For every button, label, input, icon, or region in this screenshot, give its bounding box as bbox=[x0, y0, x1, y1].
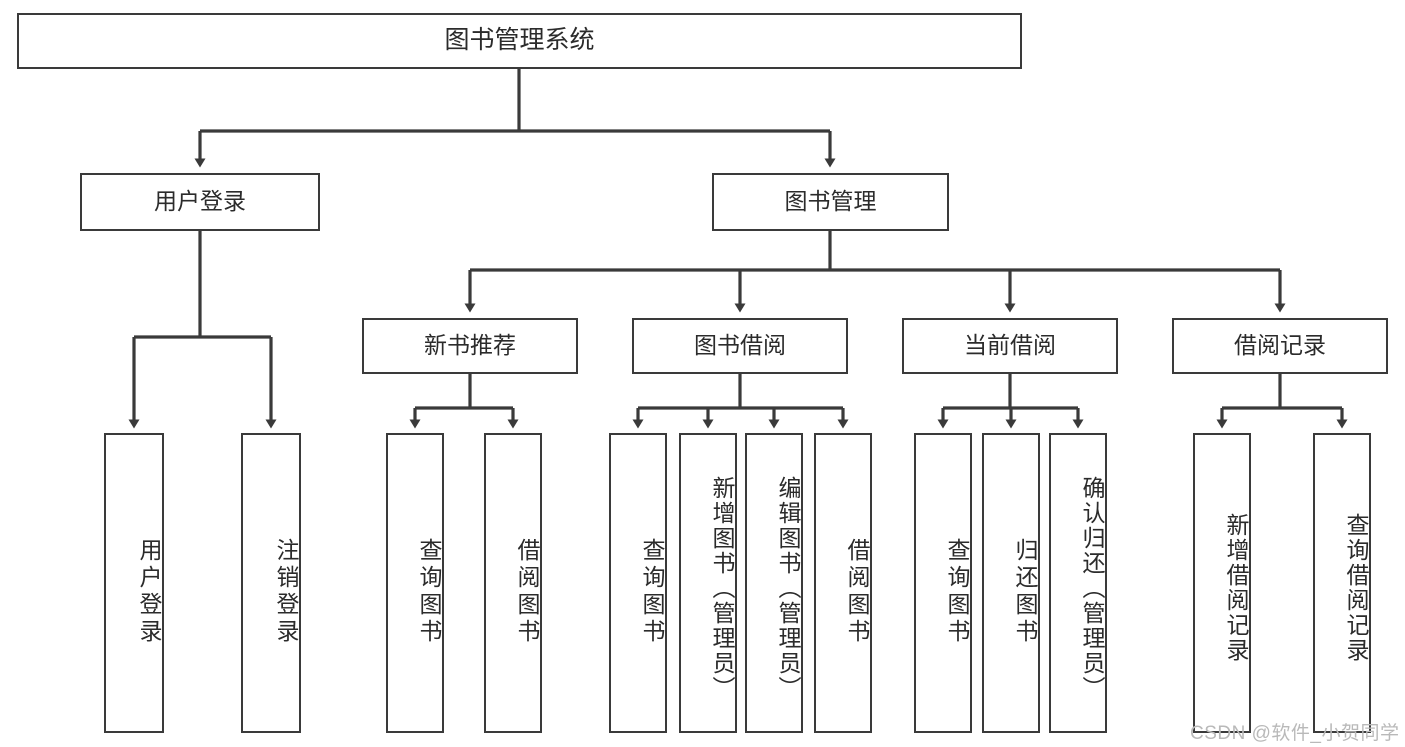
node-label: 查询借阅记录 bbox=[1343, 513, 1369, 663]
node-leaf-query-borrow-record[interactable]: 查询借阅记录 bbox=[1313, 433, 1371, 733]
node-leaf-query-book-2[interactable]: 查询图书 bbox=[609, 433, 667, 733]
node-borrow-record[interactable]: 借阅记录 bbox=[1172, 318, 1388, 374]
node-label: 借阅图书 bbox=[844, 538, 870, 646]
node-leaf-query-book-1[interactable]: 查询图书 bbox=[386, 433, 444, 733]
node-label: 查询图书 bbox=[639, 538, 665, 646]
node-leaf-confirm-return[interactable]: 确认归还（管理员） bbox=[1049, 433, 1107, 733]
node-label: 编辑图书（管理员） bbox=[775, 475, 801, 701]
node-label: 借阅图书 bbox=[514, 538, 540, 646]
node-label: 新增图书（管理员） bbox=[709, 475, 735, 701]
node-leaf-add-borrow-record[interactable]: 新增借阅记录 bbox=[1193, 433, 1251, 733]
node-label: 图书管理系统 bbox=[444, 26, 595, 55]
node-leaf-user-login[interactable]: 用户登录 bbox=[104, 433, 164, 733]
node-label: 图书管理 bbox=[784, 188, 877, 215]
node-leaf-add-book-admin[interactable]: 新增图书（管理员） bbox=[679, 433, 737, 733]
node-label: 用户登录 bbox=[136, 538, 162, 646]
node-label: 借阅记录 bbox=[1234, 332, 1326, 359]
node-label: 新增借阅记录 bbox=[1223, 513, 1249, 663]
node-label: 查询图书 bbox=[416, 538, 442, 646]
node-label: 新书推荐 bbox=[424, 332, 516, 359]
node-leaf-logout[interactable]: 注销登录 bbox=[241, 433, 301, 733]
node-leaf-borrow-book-2[interactable]: 借阅图书 bbox=[814, 433, 872, 733]
node-user-login[interactable]: 用户登录 bbox=[80, 173, 320, 231]
node-label: 当前借阅 bbox=[964, 332, 1056, 359]
node-book-borrow[interactable]: 图书借阅 bbox=[632, 318, 848, 374]
node-leaf-query-book-3[interactable]: 查询图书 bbox=[914, 433, 972, 733]
node-book-manage[interactable]: 图书管理 bbox=[712, 173, 949, 231]
node-leaf-return-book[interactable]: 归还图书 bbox=[982, 433, 1040, 733]
node-label: 注销登录 bbox=[273, 538, 299, 646]
node-current-borrow[interactable]: 当前借阅 bbox=[902, 318, 1118, 374]
node-label: 查询图书 bbox=[944, 538, 970, 646]
node-leaf-borrow-book-1[interactable]: 借阅图书 bbox=[484, 433, 542, 733]
node-new-book-recommend[interactable]: 新书推荐 bbox=[362, 318, 578, 374]
node-label: 用户登录 bbox=[154, 188, 246, 215]
node-leaf-edit-book-admin[interactable]: 编辑图书（管理员） bbox=[745, 433, 803, 733]
csdn-watermark: CSDN @软件_小贺同学 bbox=[1190, 723, 1400, 744]
node-root-title[interactable]: 图书管理系统 bbox=[17, 13, 1022, 69]
node-label: 图书借阅 bbox=[694, 332, 786, 359]
node-label: 归还图书 bbox=[1012, 538, 1038, 646]
node-label: 确认归还（管理员） bbox=[1079, 475, 1105, 701]
